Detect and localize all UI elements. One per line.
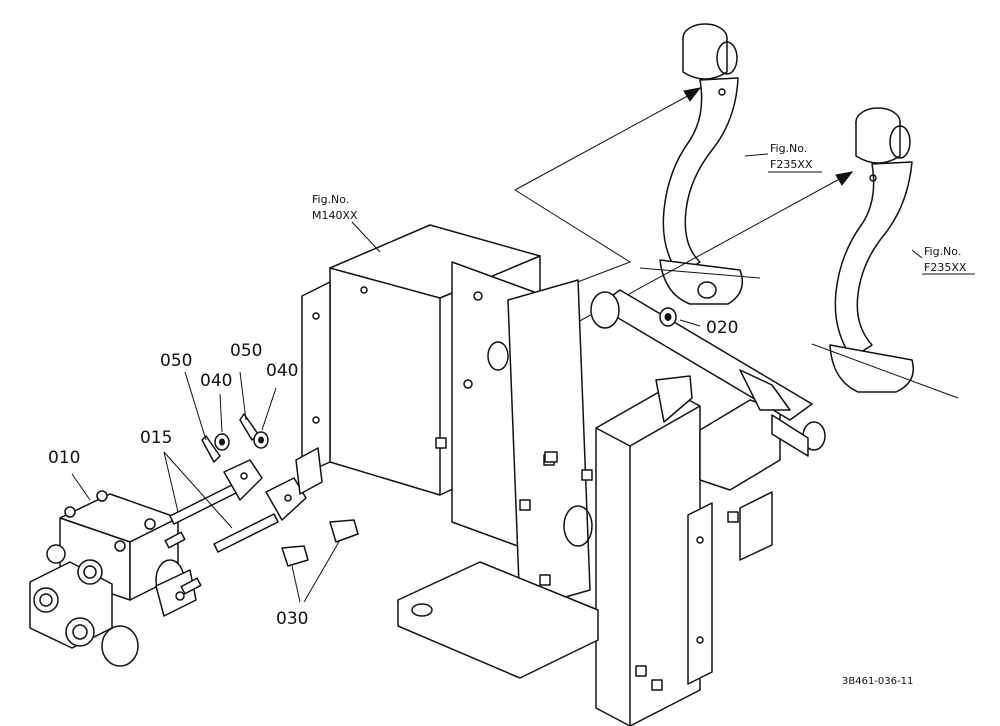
callout-030: 030 (276, 609, 308, 629)
leader-lines (71, 153, 975, 529)
fig-ref-frame-code: M140XX (312, 209, 358, 222)
drawing-code: 3B461-036-11 (842, 676, 913, 687)
brake-pedal-arm-upper (639, 23, 761, 305)
part-010-master-cylinder (29, 490, 202, 667)
part-040-washers (214, 431, 269, 451)
callout-050-right: 050 (230, 341, 262, 361)
callout-040-left: 040 (200, 371, 232, 391)
callout-040-right: 040 (266, 361, 298, 381)
fig-ref-pedal-lower-label: Fig.No. (924, 245, 961, 258)
fig-ref-frame-label: Fig.No. (312, 193, 349, 206)
callout-010: 010 (48, 448, 80, 468)
part-020-washer (659, 307, 701, 327)
part-030-clevis-pins (281, 519, 359, 603)
pedal-cross-shaft (590, 289, 826, 457)
part-015-push-rods (169, 447, 323, 553)
brake-pedal-arm-lower (811, 107, 959, 399)
fig-ref-pedal-lower-code: F235XX (924, 261, 967, 274)
part-050-split-pins (201, 413, 259, 463)
pedal-frame-bracket (301, 224, 781, 726)
callout-050-left: 050 (160, 351, 192, 371)
fig-ref-pedal-upper-label: Fig.No. (770, 142, 807, 155)
callout-015: 015 (140, 428, 172, 448)
fig-ref-pedal-upper-code: F235XX (770, 158, 813, 171)
callout-020: 020 (706, 318, 738, 338)
